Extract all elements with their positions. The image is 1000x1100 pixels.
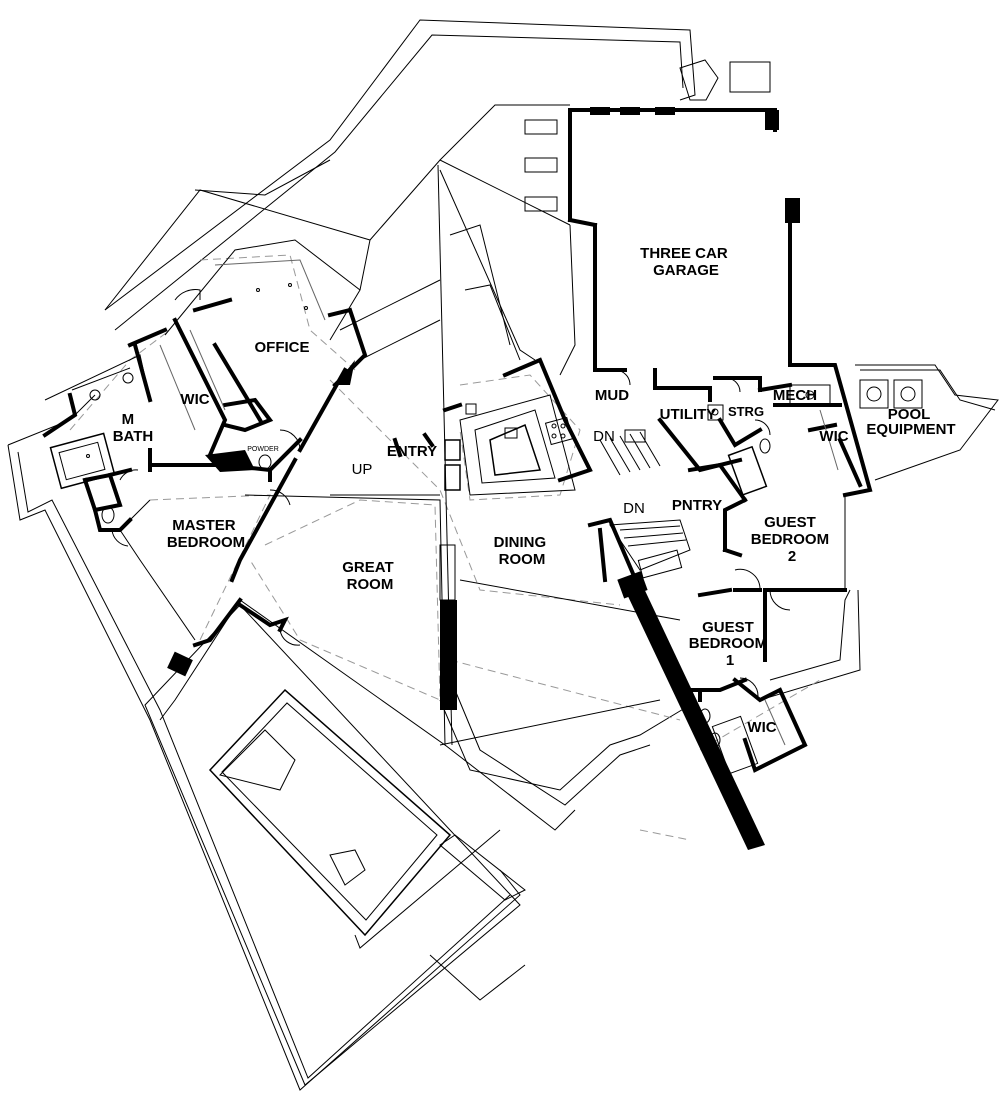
site-outlines [7,19,861,1091]
label-dining-room: DINING ROOM [494,534,551,568]
label-m-bath: M BATH [113,411,154,445]
label-mud: MUD [595,387,629,404]
label-great-room: GREAT ROOM [342,559,398,593]
walls [42,107,873,850]
label-pntry: PNTRY [672,497,722,514]
label-master-bedroom: MASTER BEDROOM [167,517,245,551]
label-three-car-garage: THREE CAR GARAGE [640,245,732,279]
label-mech: MECH [773,387,817,404]
label-wic-guest1: WIC [747,719,776,736]
label-dn-2: DN [623,500,645,517]
label-strg: STRG [728,404,764,419]
building-outline [44,159,999,831]
label-up: UP [352,461,373,478]
label-utility: UTILITY [660,406,717,423]
label-pool-equipment: POOL EQUIPMENT [866,406,955,438]
label-entry: ENTRY [387,443,437,460]
label-powder: POWDER [247,446,279,453]
label-dn-1: DN [593,428,615,445]
fixtures [49,259,923,775]
label-office: OFFICE [255,339,310,356]
room-labels: THREE CAR GARAGE OFFICE WIC M BATH POWDE… [113,245,956,736]
stairs-main [599,431,661,476]
stairs-pantry [609,519,691,579]
label-guest-bedroom-1: GUEST BEDROOM 1 [689,619,772,669]
label-wic-master: WIC [180,391,209,408]
label-wic-guest2: WIC [819,428,848,445]
label-guest-bedroom-2: GUEST BEDROOM 2 [751,514,834,565]
